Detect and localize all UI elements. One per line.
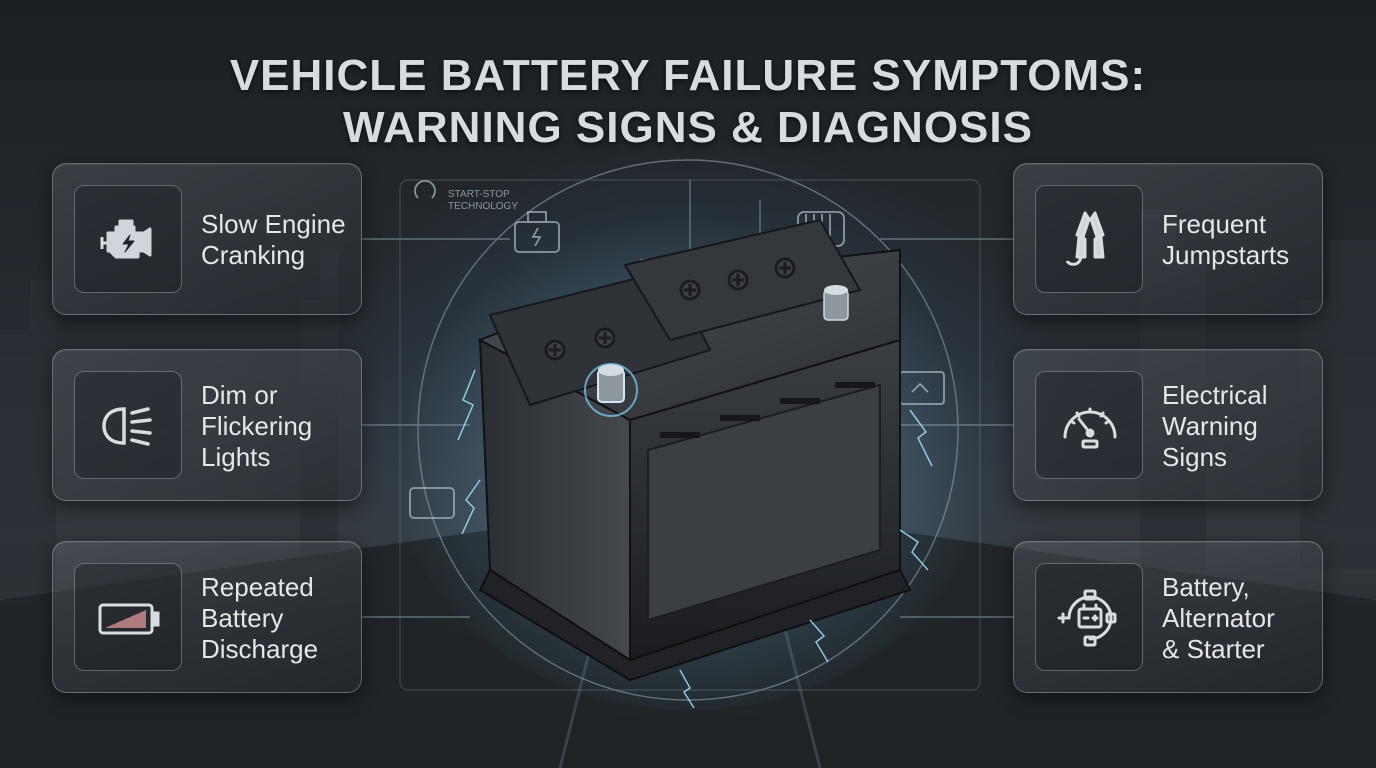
symptom-label: Electrical Warning Signs (1162, 379, 1268, 472)
page-title: VEHICLE BATTERY FAILURE SYMPTOMS: WARNIN… (0, 50, 1376, 154)
symptom-label: Battery, Alternator & Starter (1162, 571, 1275, 664)
car-battery-illustration (390, 190, 990, 710)
symptom-label: Repeated Battery Discharge (201, 571, 319, 664)
symptom-card-frequent-jumpstarts: Frequent Jumpstarts (1013, 163, 1323, 315)
symptom-label: Slow Engine Cranking (201, 209, 346, 270)
symptom-card-slow-engine-cranking: Slow Engine Cranking (52, 163, 362, 315)
gauge-icon (1063, 407, 1117, 449)
low-battery-icon (98, 603, 160, 635)
headlight-icon (102, 407, 152, 446)
symptom-label: Frequent Jumpstarts (1162, 209, 1290, 270)
title-line-1: VEHICLE BATTERY FAILURE SYMPTOMS: (229, 51, 1147, 100)
circuit-battery-icon (1057, 589, 1117, 647)
engine-icon (100, 219, 152, 259)
symptom-card-repeated-battery-discharge: Repeated Battery Discharge (52, 541, 362, 693)
symptom-card-dim-flickering-lights: Dim or Flickering Lights (52, 349, 362, 501)
title-line-2: WARNING SIGNS & DIAGNOSIS (343, 103, 1033, 152)
symptom-card-battery-alternator-starter: Battery, Alternator & Starter (1013, 541, 1323, 693)
symptom-label: Dim or Flickering Lights (201, 379, 313, 472)
symptom-card-electrical-warning-signs: Electrical Warning Signs (1013, 349, 1323, 501)
jumper-cable-icon (1065, 211, 1105, 266)
